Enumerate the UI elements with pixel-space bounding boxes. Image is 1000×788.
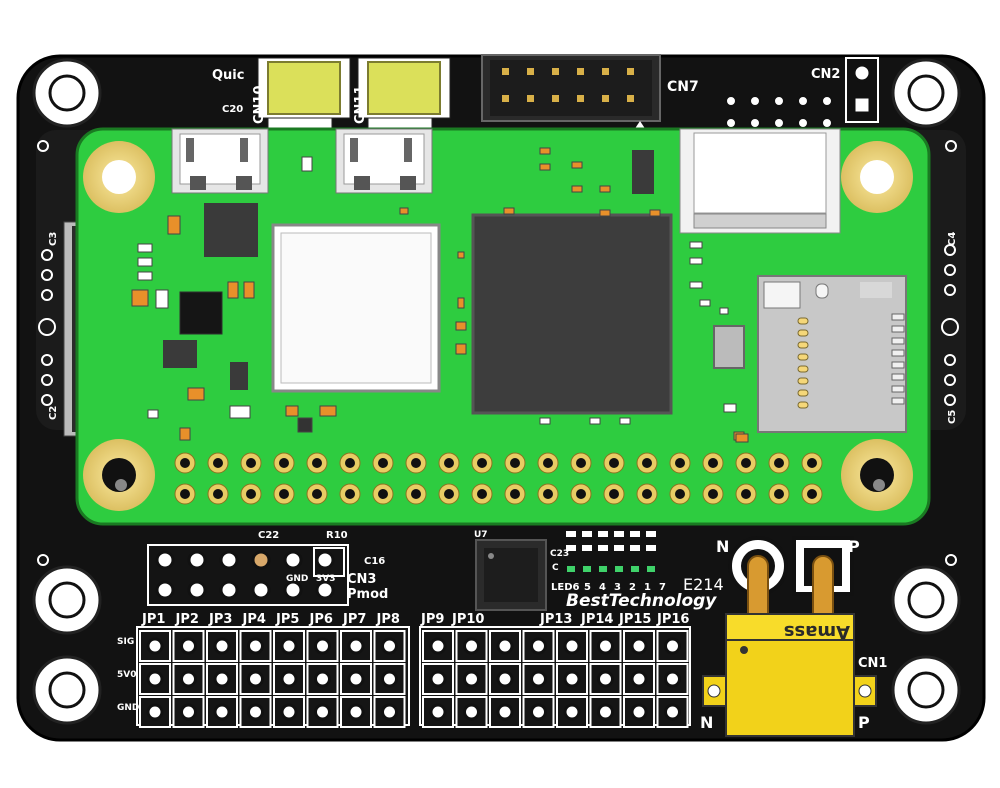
sd-card-slot — [757, 275, 907, 433]
module-hole-bl — [83, 439, 155, 511]
led-number: 2 — [629, 582, 636, 593]
power-n-top-label: N — [716, 537, 729, 556]
gpio-header — [174, 452, 823, 505]
pmod-label: Pmod — [347, 587, 388, 602]
led-number: 7 — [659, 582, 666, 593]
c3-label: C3 — [48, 232, 59, 246]
row-label-sig: SIG — [117, 637, 134, 647]
row-label-gnd: GND — [117, 703, 139, 713]
c4-label: C4 — [947, 232, 958, 246]
cn10-label: CN10 — [252, 85, 267, 124]
c-label: C — [552, 563, 559, 573]
power-p-top-label: P — [848, 537, 860, 556]
mounting-hole-top-left — [32, 58, 102, 128]
jumper-label: JP16 — [656, 612, 689, 627]
jumper-label: JP6 — [309, 612, 333, 627]
power-n-bottom-label: N — [700, 713, 713, 732]
qfn-chip — [179, 291, 223, 335]
module-hole-tl — [83, 141, 155, 213]
module-hole-tr — [841, 141, 913, 213]
brand-label: BestTechnology — [566, 591, 717, 611]
cn3-pmod-header — [147, 544, 349, 606]
xt30-amass-connector — [702, 613, 877, 737]
jumper-label: JP13 — [539, 612, 572, 627]
c20-label: C20 — [222, 104, 243, 115]
jumper-label: JP14 — [580, 612, 613, 627]
led-number: 4 — [599, 582, 606, 593]
micro-usb-port-2 — [335, 128, 433, 194]
cn10-connector — [257, 57, 351, 131]
left-edge-vias — [38, 249, 56, 406]
u7-label: U7 — [474, 530, 488, 540]
led-number: 3 — [614, 582, 621, 593]
amass-label: Amass — [784, 621, 850, 642]
mounting-hole-top-right — [891, 58, 961, 128]
row-label-5v0: 5V0 — [117, 670, 137, 680]
mini-hdmi-port — [679, 128, 841, 234]
quic-label: Quic — [212, 68, 244, 83]
jumper-label: JP3 — [208, 612, 232, 627]
jumper-label: JP4 — [242, 612, 266, 627]
e214-label: E214 — [683, 575, 724, 594]
cn2-label: CN2 — [811, 67, 840, 82]
jumper-label: JP5 — [275, 612, 299, 627]
jumper-label: JP10 — [451, 612, 484, 627]
gnd-label: GND — [286, 574, 308, 584]
right-edge-vias — [941, 244, 959, 406]
pmic-chip — [204, 203, 258, 257]
led-number: 5 — [584, 582, 591, 593]
jumper-label: JP9 — [420, 612, 444, 627]
jumper-label: JP1 — [141, 612, 165, 627]
jumper-label: JP2 — [175, 612, 199, 627]
c2-label: C2 — [48, 406, 59, 420]
power-p-bottom-label: P — [858, 713, 870, 732]
jumper-label: JP15 — [618, 612, 651, 627]
v33-label: 3V3 — [316, 574, 336, 584]
jumper-array-left — [136, 626, 410, 728]
mounting-hole-bottom-left — [32, 655, 102, 725]
jumper-label: JP8 — [376, 612, 400, 627]
led-number: 1 — [644, 582, 651, 593]
mounting-hole-mid-right — [891, 565, 961, 635]
led6-label: LED6 — [551, 582, 580, 593]
mounting-hole-mid-left — [32, 565, 102, 635]
cn2-header — [845, 57, 879, 123]
cn7-header — [481, 54, 661, 130]
cn1-label: CN1 — [858, 656, 887, 671]
micro-usb-port-1 — [171, 128, 269, 194]
cn11-label: CN11 — [353, 85, 368, 124]
cn11-connector — [357, 57, 451, 131]
c23-label: C23 — [550, 549, 569, 559]
soc-chip — [471, 213, 673, 415]
cn7-label: CN7 — [667, 79, 699, 95]
jumper-label: JP7 — [342, 612, 366, 627]
mounting-hole-bottom-right — [891, 655, 961, 725]
r10-label: R10 — [326, 530, 348, 541]
led-array — [566, 531, 656, 572]
cn3-label: CN3 — [347, 572, 376, 587]
c16-label: C16 — [364, 556, 385, 567]
smd-components — [131, 147, 749, 443]
c5-label: C5 — [947, 410, 958, 424]
jumper-array-right — [419, 626, 691, 728]
module-hole-br — [841, 439, 913, 511]
c22-label: C22 — [258, 530, 279, 541]
